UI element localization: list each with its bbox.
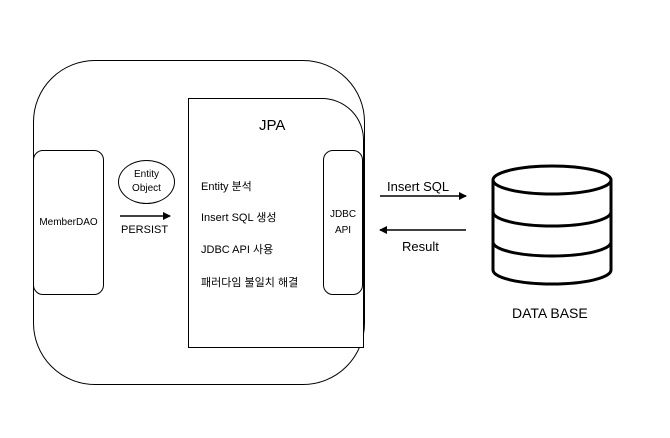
entity-object-ellipse: Entity Object xyxy=(118,160,175,204)
jpa-step-use-jdbc-api: JDBC API 사용 xyxy=(201,244,274,256)
member-dao-label: MemberDAO xyxy=(39,217,98,228)
jpa-step-resolve-paradigm-mismatch: 패러다임 불일치 해결 xyxy=(201,277,299,289)
jpa-step-entity-analysis: Entity 분석 xyxy=(201,181,252,193)
jdbc-api-box: JDBC API xyxy=(323,150,363,295)
insert-sql-label: Insert SQL xyxy=(387,179,450,194)
result-label: Result xyxy=(402,239,439,254)
entity-object-label: Entity Object xyxy=(132,169,161,194)
jpa-step-generate-sql: Insert SQL 생성 xyxy=(201,212,277,224)
database-label: DATA BASE xyxy=(512,305,588,321)
persist-label: PERSIST xyxy=(121,224,169,236)
jpa-title: JPA xyxy=(259,117,286,134)
database-icon xyxy=(491,164,613,286)
member-dao-box: MemberDAO xyxy=(33,150,104,295)
jdbc-api-label: JDBC API xyxy=(329,208,357,236)
